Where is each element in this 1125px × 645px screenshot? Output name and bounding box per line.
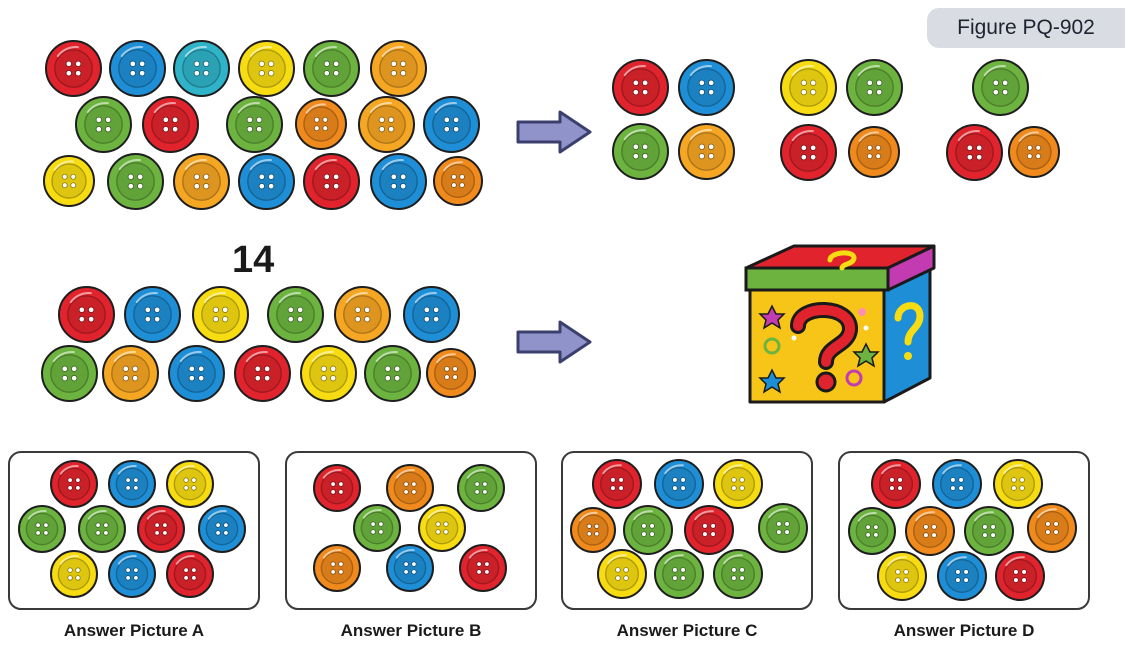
button-icon bbox=[43, 155, 95, 207]
button-icon bbox=[848, 126, 900, 178]
button-icon bbox=[871, 459, 921, 509]
button-icon bbox=[995, 551, 1045, 601]
button-icon bbox=[123, 285, 181, 343]
button-icon bbox=[611, 122, 669, 180]
button-icon bbox=[295, 98, 347, 150]
button-icon bbox=[1027, 503, 1077, 553]
button-icon bbox=[713, 549, 763, 599]
button-icon bbox=[166, 550, 214, 598]
button-icon bbox=[937, 551, 987, 601]
button-icon bbox=[266, 285, 324, 343]
button-icon bbox=[611, 58, 669, 116]
button-icon bbox=[459, 544, 507, 592]
button-icon bbox=[932, 459, 982, 509]
button-icon bbox=[945, 123, 1003, 181]
button-icon bbox=[677, 58, 735, 116]
button-icon bbox=[905, 506, 955, 556]
button-icon bbox=[237, 152, 295, 210]
mystery-box-icon bbox=[744, 244, 936, 404]
button-icon bbox=[172, 39, 230, 97]
button-icon bbox=[1008, 126, 1060, 178]
button-icon bbox=[964, 506, 1014, 556]
button-icon bbox=[597, 549, 647, 599]
button-icon bbox=[137, 505, 185, 553]
button-icon bbox=[302, 152, 360, 210]
button-icon bbox=[623, 505, 673, 555]
button-icon bbox=[50, 550, 98, 598]
button-icon bbox=[570, 507, 616, 553]
button-icon bbox=[402, 285, 460, 343]
button-icon bbox=[654, 459, 704, 509]
count-label: 14 bbox=[232, 239, 275, 281]
button-icon bbox=[167, 344, 225, 402]
button-icon bbox=[758, 503, 808, 553]
button-icon bbox=[363, 344, 421, 402]
arrow-right-icon bbox=[516, 110, 592, 154]
figure-label: Figure PQ-902 bbox=[927, 8, 1125, 48]
button-icon bbox=[357, 95, 415, 153]
button-icon bbox=[353, 504, 401, 552]
button-icon bbox=[877, 551, 927, 601]
button-icon bbox=[971, 58, 1029, 116]
arrow-right-icon bbox=[516, 320, 592, 364]
button-icon bbox=[191, 285, 249, 343]
button-icon bbox=[108, 460, 156, 508]
button-icon bbox=[422, 95, 480, 153]
button-icon bbox=[333, 285, 391, 343]
button-icon bbox=[654, 549, 704, 599]
button-icon bbox=[677, 122, 735, 180]
button-icon bbox=[141, 95, 199, 153]
button-icon bbox=[78, 505, 126, 553]
button-icon bbox=[993, 459, 1043, 509]
answer-label-c: Answer Picture C bbox=[616, 621, 758, 640]
button-icon bbox=[237, 39, 295, 97]
button-icon bbox=[40, 344, 98, 402]
button-icon bbox=[108, 39, 166, 97]
button-icon bbox=[369, 152, 427, 210]
button-icon bbox=[779, 58, 837, 116]
button-icon bbox=[50, 460, 98, 508]
button-icon bbox=[106, 152, 164, 210]
button-icon bbox=[44, 39, 102, 97]
button-icon bbox=[592, 459, 642, 509]
button-icon bbox=[233, 344, 291, 402]
button-icon bbox=[108, 550, 156, 598]
button-icon bbox=[433, 156, 483, 206]
button-icon bbox=[313, 544, 361, 592]
button-icon bbox=[18, 505, 66, 553]
button-icon bbox=[74, 95, 132, 153]
button-icon bbox=[166, 460, 214, 508]
button-icon bbox=[845, 58, 903, 116]
button-icon bbox=[848, 507, 896, 555]
button-icon bbox=[713, 459, 763, 509]
button-icon bbox=[426, 348, 476, 398]
button-icon bbox=[172, 152, 230, 210]
button-icon bbox=[418, 504, 466, 552]
button-icon bbox=[313, 464, 361, 512]
answer-label-b: Answer Picture B bbox=[340, 621, 482, 640]
button-icon bbox=[386, 544, 434, 592]
answer-label-a: Answer Picture A bbox=[63, 621, 205, 640]
button-icon bbox=[684, 505, 734, 555]
button-icon bbox=[198, 505, 246, 553]
button-icon bbox=[302, 39, 360, 97]
button-icon bbox=[457, 464, 505, 512]
button-icon bbox=[386, 464, 434, 512]
button-icon bbox=[299, 344, 357, 402]
button-icon bbox=[779, 123, 837, 181]
button-icon bbox=[225, 95, 283, 153]
button-icon bbox=[57, 285, 115, 343]
answer-label-d: Answer Picture D bbox=[893, 621, 1035, 640]
button-icon bbox=[369, 39, 427, 97]
button-icon bbox=[101, 344, 159, 402]
